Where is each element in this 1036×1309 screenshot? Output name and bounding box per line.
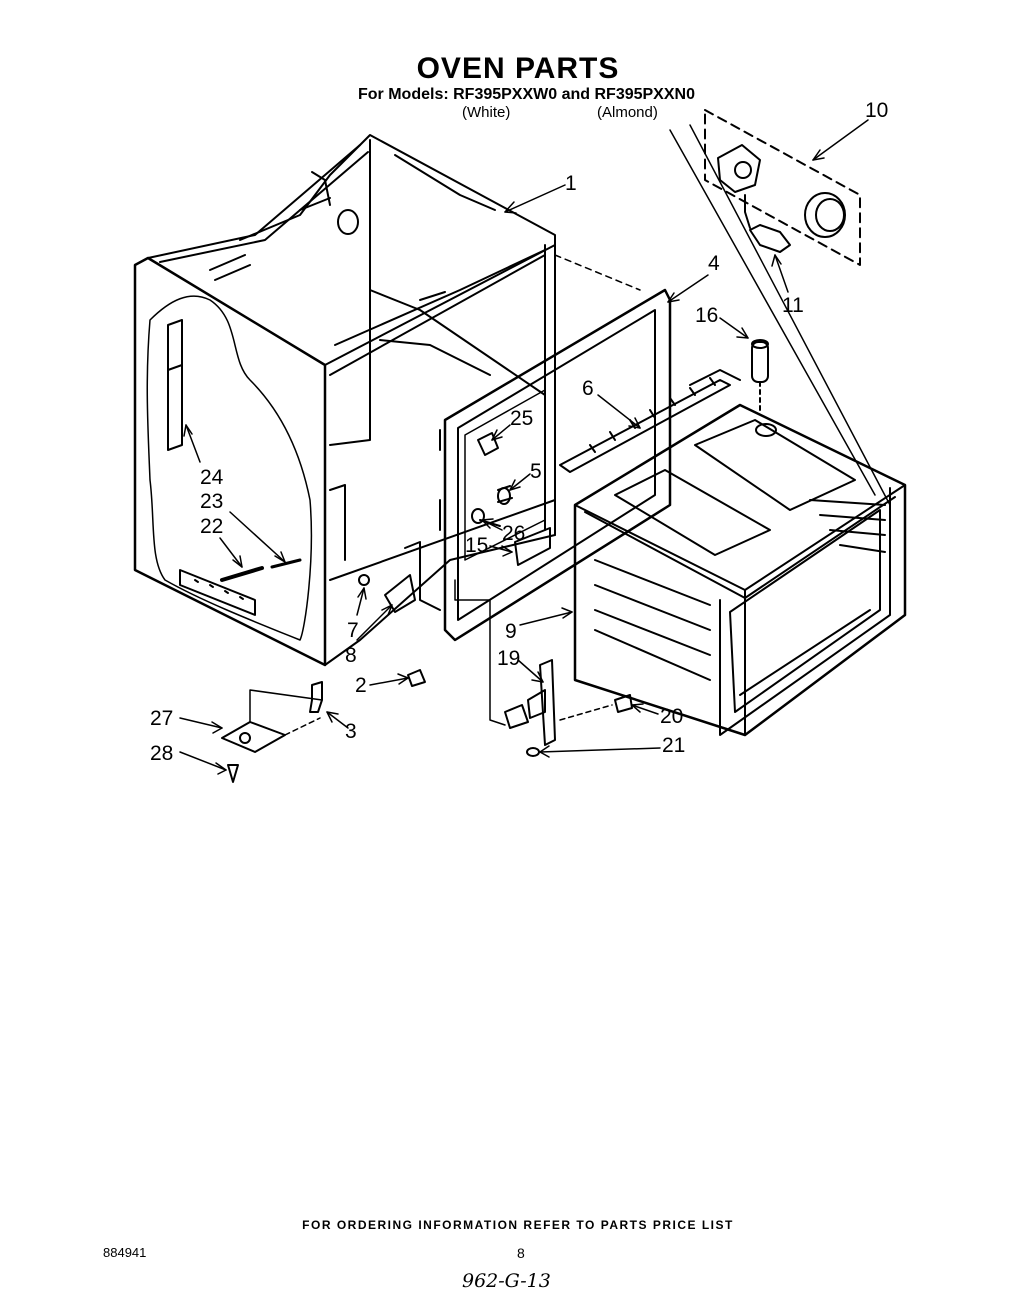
light-lens (751, 339, 769, 413)
callout-8: 8 (345, 644, 357, 667)
models-line: For Models: RF395PXXW0 and RF395PXXN0 (358, 86, 695, 103)
ordering-note: FOR ORDERING INFORMATION REFER TO PARTS … (302, 1218, 734, 1232)
page-title: OVEN PARTS (416, 52, 620, 85)
callout-1: 1 (565, 172, 577, 195)
callout-25: 25 (510, 407, 533, 430)
callout-20: 20 (660, 705, 683, 728)
document-number: 884941 (103, 1245, 147, 1260)
oven-front-frame (439, 288, 672, 642)
callout-19: 19 (497, 647, 520, 670)
handwritten-note: 962-G-13 (462, 1270, 551, 1292)
callout-7: 7 (347, 619, 359, 642)
callout-24: 24 (200, 466, 224, 489)
callout-5: 5 (530, 460, 542, 483)
broil-element (559, 369, 741, 473)
callout-11: 11 (782, 294, 804, 317)
callout-28: 28 (150, 742, 173, 765)
callout-10: 10 (865, 99, 888, 122)
callout-leaders (179, 119, 869, 775)
callout-27: 27 (150, 707, 173, 730)
callout-3: 3 (345, 720, 357, 743)
callout-26: 26 (502, 522, 525, 545)
page-number: 8 (517, 1245, 525, 1261)
callout-23: 23 (200, 490, 223, 513)
callout-21: 21 (662, 734, 685, 757)
oven-light-assembly (704, 109, 861, 266)
callout-numbers: 1 2 3 4 5 6 7 8 9 10 11 15 16 19 20 21 2… (150, 99, 888, 765)
callout-22: 22 (200, 515, 223, 538)
callout-9: 9 (505, 620, 517, 643)
callout-6: 6 (582, 377, 594, 400)
callout-2: 2 (355, 674, 367, 697)
oven-liner (573, 403, 907, 737)
callout-15: 15 (465, 534, 488, 557)
oven-cabinet (133, 134, 556, 667)
variant-white-label: (White) (462, 104, 511, 121)
small-parts (220, 432, 633, 783)
variant-almond-label: (Almond) (597, 104, 658, 121)
callout-4: 4 (708, 252, 720, 275)
callout-16: 16 (695, 304, 718, 327)
